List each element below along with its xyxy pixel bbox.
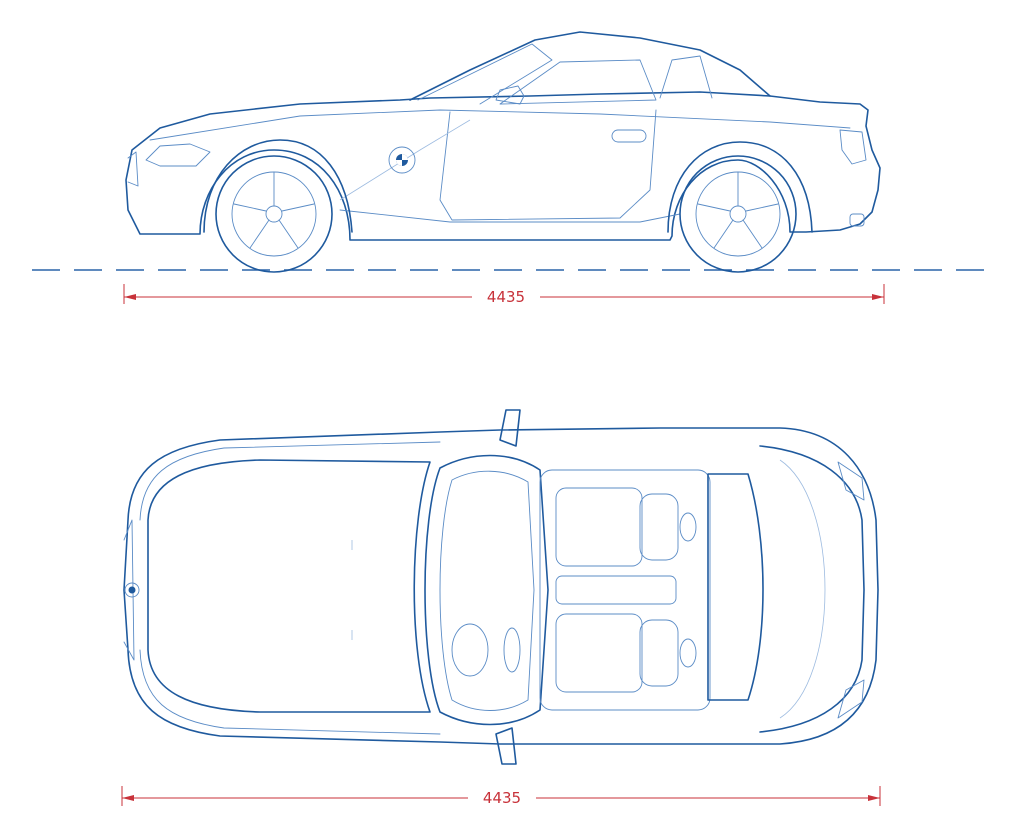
top-cabin — [539, 469, 711, 711]
top-steering-wheel — [451, 623, 521, 677]
side-headlight — [145, 143, 211, 167]
top-rear-crease — [779, 459, 826, 719]
top-taillight-left — [837, 461, 865, 501]
side-character-line — [339, 119, 471, 201]
top-center-console — [555, 575, 677, 605]
side-windshield — [417, 43, 553, 105]
side-rear-arch — [667, 141, 813, 233]
side-soft-top — [409, 31, 771, 101]
side-taillight — [839, 129, 867, 165]
side-door-line — [439, 109, 657, 221]
side-badge-icon — [388, 146, 416, 174]
side-mirror — [495, 85, 525, 105]
side-view: 4435 — [32, 31, 985, 306]
top-seat-right — [555, 613, 697, 693]
side-kidney-grille — [127, 151, 139, 187]
side-exhaust — [849, 213, 865, 227]
side-length-label: 4435 — [487, 288, 525, 306]
top-rear-deck — [759, 445, 865, 733]
side-sill-line — [339, 209, 681, 223]
top-windshield — [424, 454, 549, 726]
side-length-dimension: 4435 — [123, 284, 885, 306]
side-door-handle — [611, 129, 647, 143]
side-body-outline — [125, 91, 881, 241]
top-view: 4435 — [121, 409, 881, 807]
side-front-arch — [203, 139, 353, 233]
top-body-inner — [139, 441, 441, 735]
top-hood — [147, 459, 431, 713]
top-mirror-left — [499, 409, 521, 447]
side-rear-wheel — [679, 155, 797, 273]
top-body-outline — [123, 427, 879, 745]
side-hood-crease — [149, 109, 851, 141]
top-badge-icon — [124, 582, 140, 598]
top-length-label: 4435 — [483, 789, 521, 807]
top-length-dimension: 4435 — [121, 786, 881, 807]
top-folded-roof — [707, 473, 764, 701]
top-seat-left — [555, 487, 697, 567]
side-side-window — [499, 59, 657, 105]
side-roll-bar — [659, 55, 713, 99]
side-front-wheel — [215, 155, 333, 273]
top-windshield-inner — [439, 470, 535, 711]
top-taillight-right — [837, 679, 865, 719]
top-mirror-right — [495, 727, 517, 765]
